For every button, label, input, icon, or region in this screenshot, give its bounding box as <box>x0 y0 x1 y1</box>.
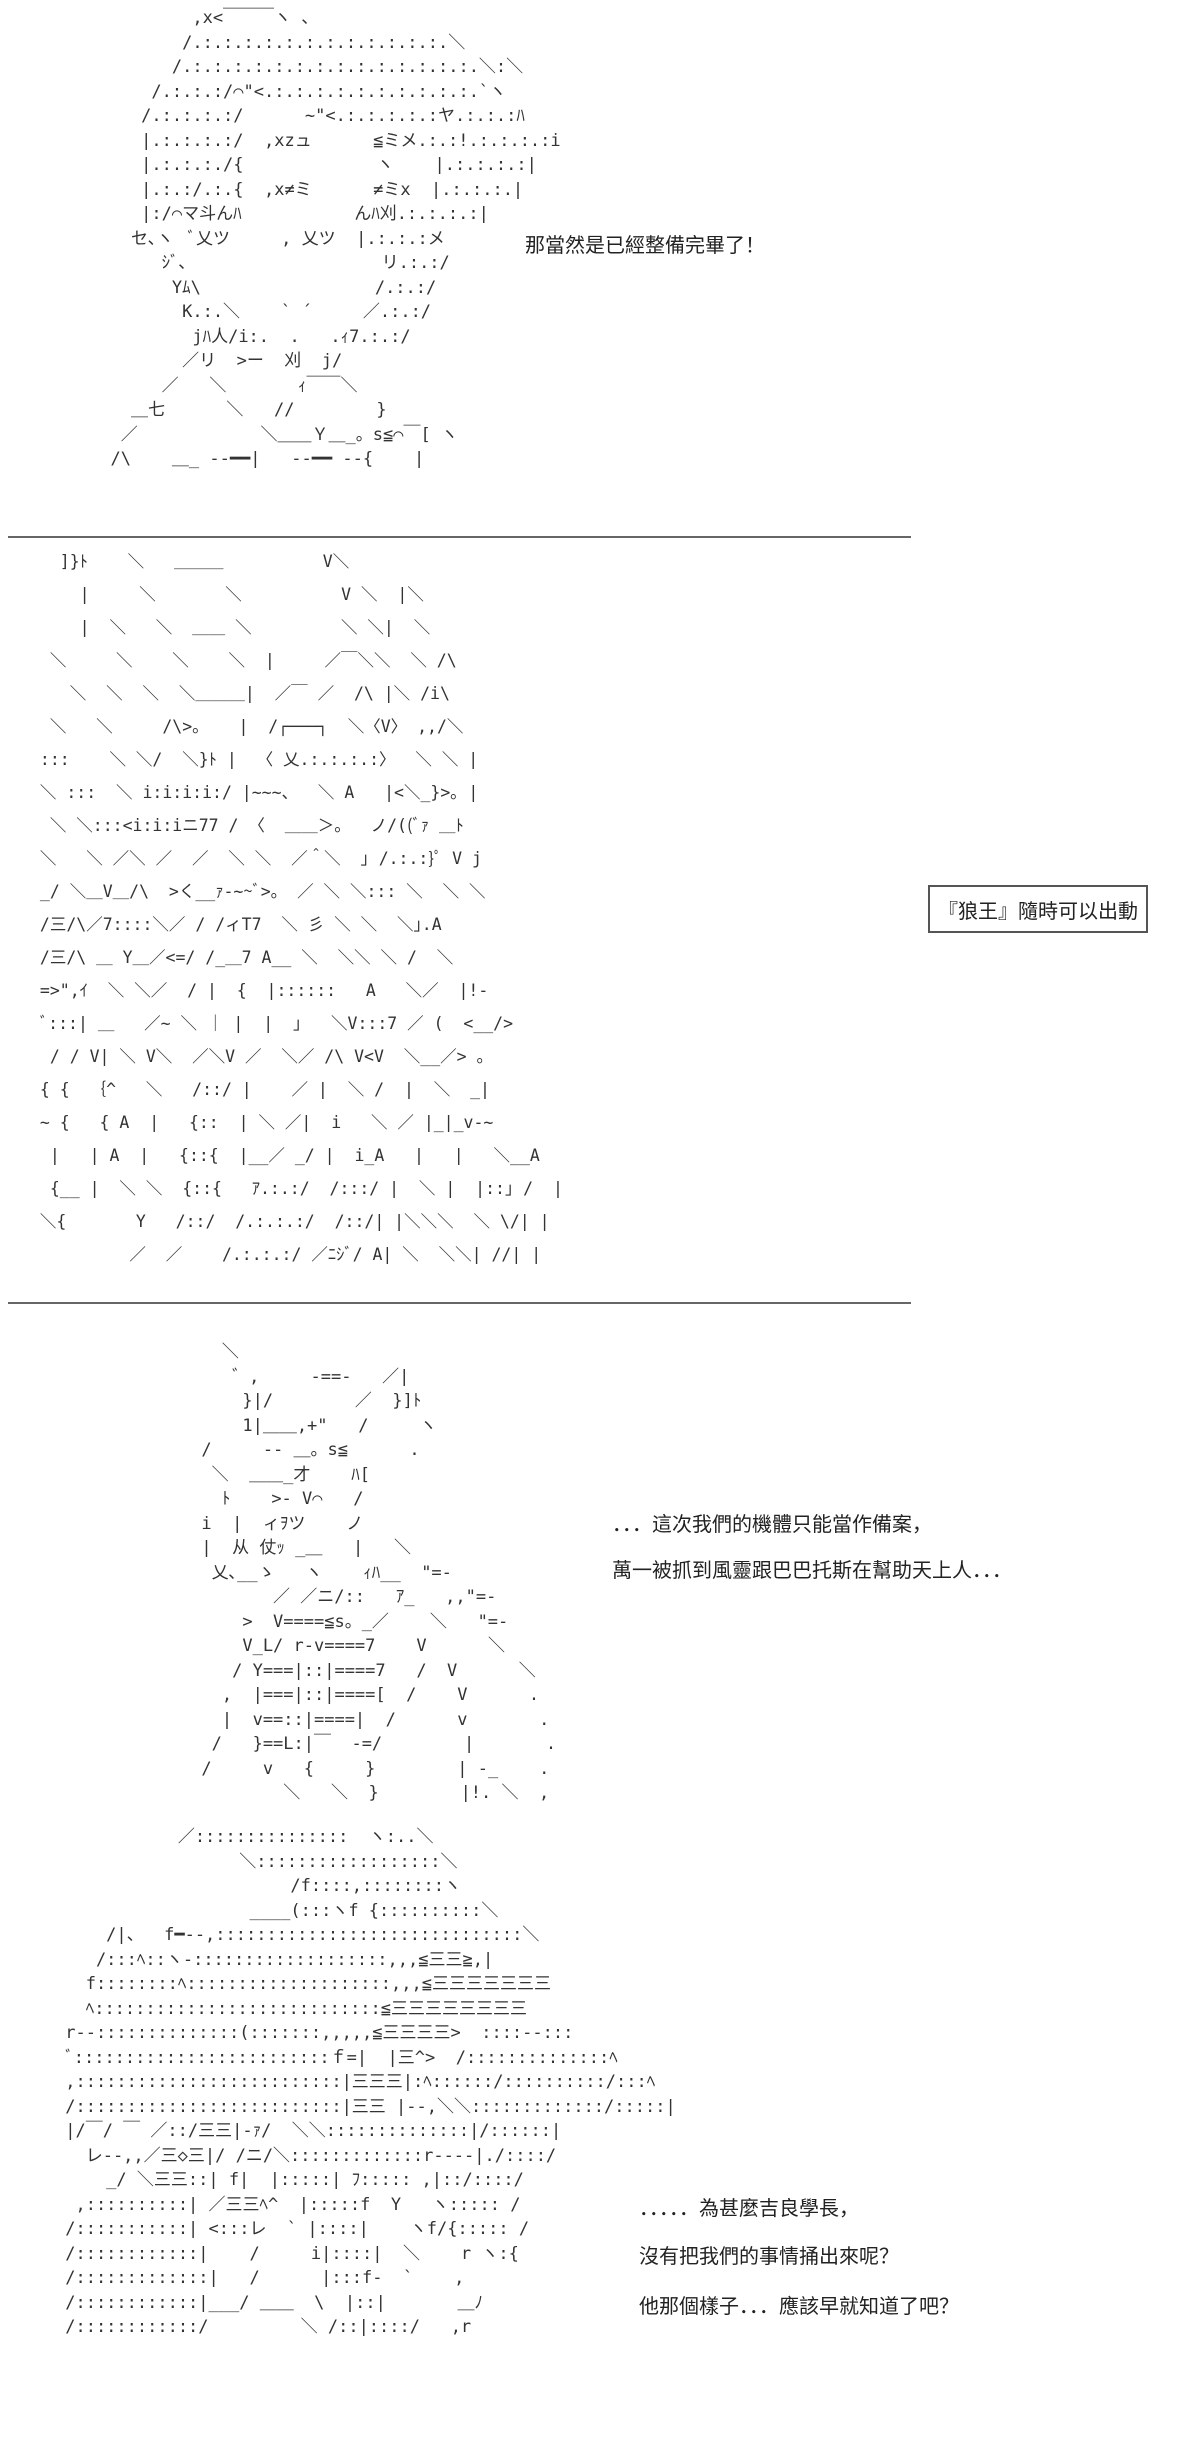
character-art-1: ,x<￣￣￣ヽ 、 /.:.:.:.:.:.:.:.:.:.:.:.:.＼ /.… <box>110 8 561 469</box>
character-art-2: ＼ ゛, -==- ／| }|/ ／ }]ﾄ 1|＿＿,+" / ヽ / -- … <box>201 1342 557 1803</box>
dialogue-line: ．．．這次我們的機體只能當作備案， <box>612 1512 932 1536</box>
dialogue-line: 萬一被抓到風靈跟巴巴托斯在幫助天上人．．． <box>612 1558 1012 1582</box>
panel-divider <box>8 1302 911 1304</box>
narration-text: 『狼王』隨時可以出動 <box>938 898 1138 923</box>
dialogue-line: ．．．．．為甚麼吉良學長， <box>639 2196 859 2220</box>
character-art-3: ／::::::::::::::: ヽ:..＼ ＼::::::::::::::::… <box>65 1827 676 2337</box>
panel-divider <box>8 536 911 538</box>
dialogue-line: 沒有把我們的事情捅出來呢？ <box>639 2244 899 2268</box>
narration-box: 『狼王』隨時可以出動 <box>928 885 1148 933</box>
dialogue-line: 那當然是已經整備完畢了！ <box>525 233 765 257</box>
mecha-art: ]}ﾄ ＼ ＿＿＿ V＼ | ＼ ＼ V ＼ |＼ | ＼ ＼ ＿＿ ＼ ＼ ＼… <box>39 552 563 1264</box>
dialogue-line: 他那個樣子．．．應該早就知道了吧？ <box>639 2294 959 2318</box>
